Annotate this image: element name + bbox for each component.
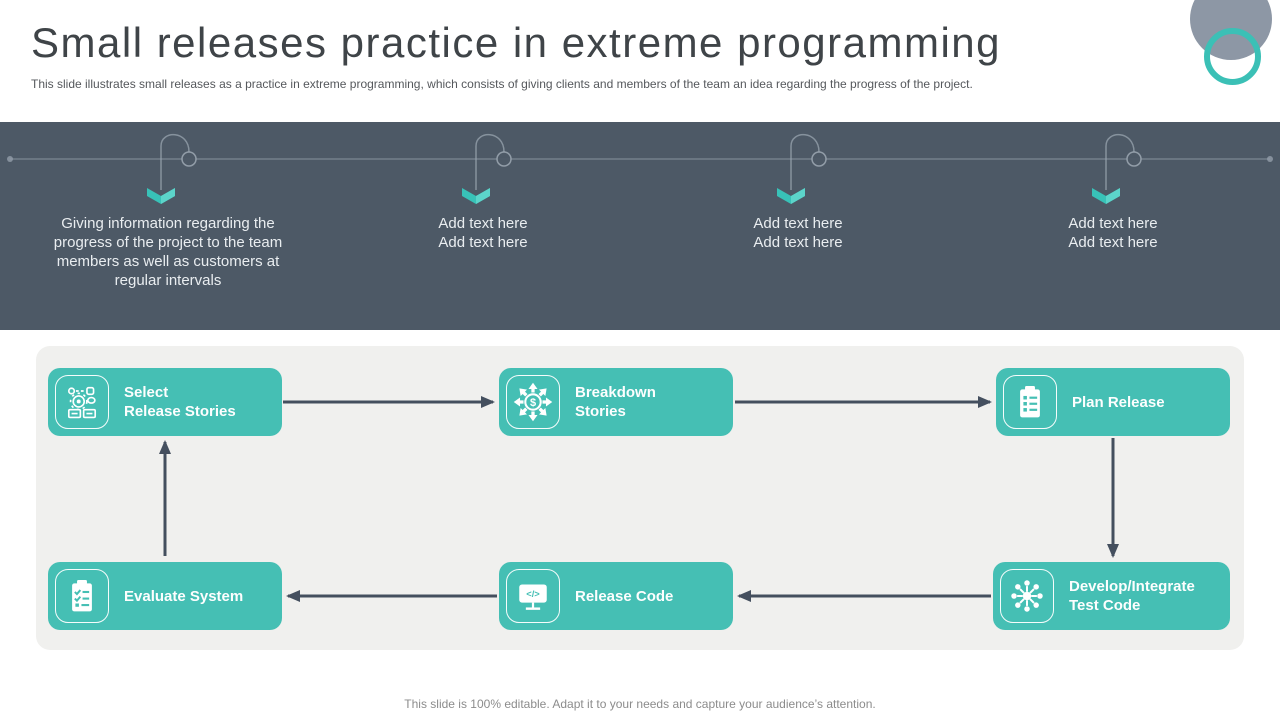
release-stories-icon	[55, 375, 109, 429]
flow-step-label: Develop/Integrate Test Code	[1069, 578, 1195, 614]
clipboard-list-icon	[1003, 375, 1057, 429]
flow-step-label: Select Release Stories	[124, 384, 236, 420]
flow-step-label: Breakdown Stories	[575, 384, 656, 420]
svg-text:</>: </>	[526, 589, 540, 599]
breakdown-arrows-icon: $	[506, 375, 560, 429]
flow-step-label: Release Code	[575, 587, 674, 605]
flow-step-breakdown-stories: $ Breakdown Stories	[499, 368, 733, 436]
flow-step-release-code: </> Release Code	[499, 562, 733, 630]
process-flow-panel: Select Release Stories $	[36, 346, 1244, 650]
flow-step-plan-release: Plan Release	[996, 368, 1230, 436]
flow-step-select-release-stories: Select Release Stories	[48, 368, 282, 436]
timeline-item-text: Giving information regarding the progres…	[53, 215, 283, 289]
timeline-item-placeholder: Add text here Add text here	[1068, 215, 1158, 251]
flow-step-evaluate-system: Evaluate System	[48, 562, 282, 630]
timeline-hook-chevron-down-icon	[461, 133, 512, 205]
slide-subtitle: This slide illustrates small releases as…	[31, 77, 973, 91]
timeline-item-placeholder: Add text here Add text here	[753, 215, 843, 251]
timeline-graphic	[7, 133, 1273, 205]
code-monitor-icon: </>	[506, 569, 560, 623]
page-title: Small releases practice in extreme progr…	[31, 19, 1002, 66]
network-hub-icon	[1000, 569, 1054, 623]
timeline-hook-chevron-down-icon	[1091, 133, 1142, 205]
timeline-band: Giving information regarding the progres…	[0, 122, 1280, 330]
flow-step-label: Plan Release	[1072, 393, 1165, 411]
timeline-hook-chevron-down-icon	[146, 133, 197, 205]
timeline-hook-chevron-down-icon	[776, 133, 827, 205]
flow-step-label: Evaluate System	[124, 587, 244, 605]
svg-text:$: $	[530, 397, 536, 409]
clipboard-check-icon	[55, 569, 109, 623]
flow-arrows	[159, 396, 1119, 602]
teal-ring-decoration	[1204, 28, 1261, 85]
flow-step-develop-integrate-test-code: Develop/Integrate Test Code	[993, 562, 1230, 630]
footer-note: This slide is 100% editable. Adapt it to…	[404, 697, 876, 711]
timeline-item-placeholder: Add text here Add text here	[438, 215, 528, 251]
